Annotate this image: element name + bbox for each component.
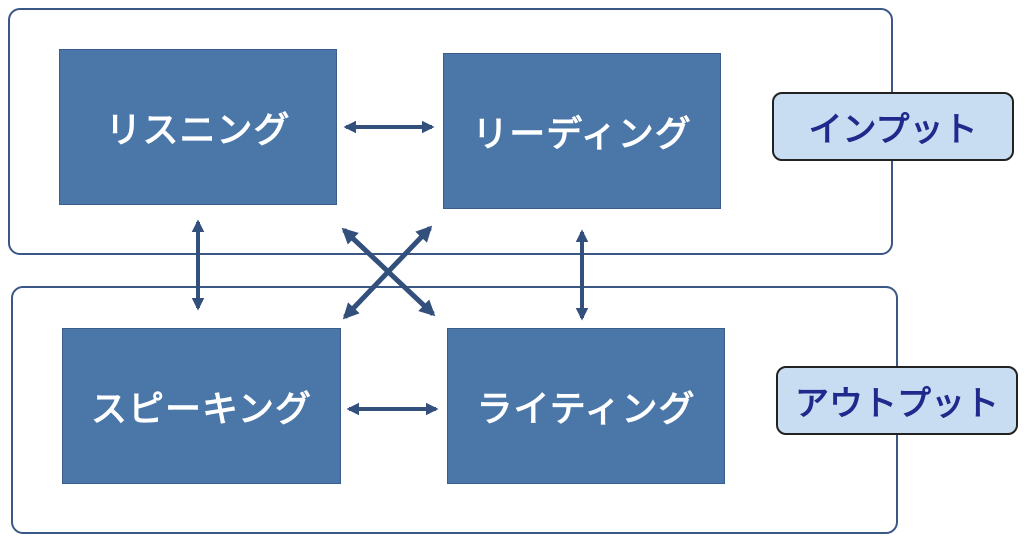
arrow-reading-speaking	[342, 225, 433, 320]
speaking-label: スピーキング	[91, 389, 312, 430]
output-tag-label: アウトプット	[795, 384, 999, 424]
writing-box: ライティング	[447, 328, 725, 484]
listening-box: リスニング	[59, 49, 337, 205]
reading-box: リーディング	[443, 53, 721, 209]
listening-label: リスニング	[105, 110, 291, 151]
output-tag: アウトプット	[776, 366, 1018, 435]
writing-label: ライティング	[476, 389, 696, 430]
speaking-box: スピーキング	[62, 328, 341, 484]
input-tag: インプット	[772, 92, 1014, 161]
reading-label: リーディング	[472, 114, 692, 155]
input-tag-label: インプット	[808, 110, 978, 150]
